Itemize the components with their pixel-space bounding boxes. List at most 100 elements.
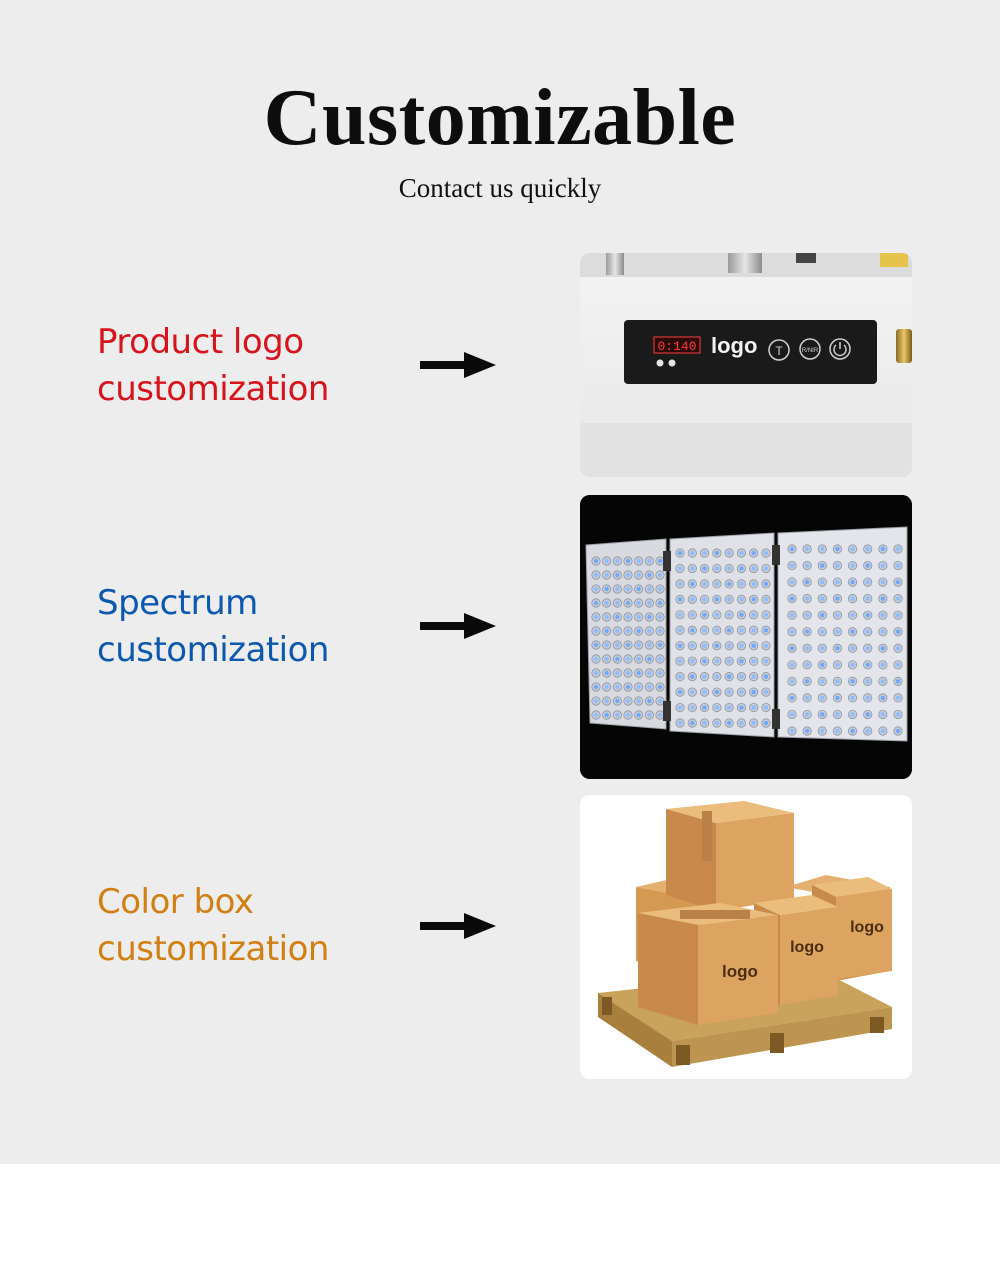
led-light — [625, 712, 631, 718]
led-light — [835, 563, 840, 568]
led-light — [880, 728, 886, 734]
led-light — [865, 629, 870, 634]
led-light — [820, 679, 825, 684]
color-box-image: logo logo logo — [580, 795, 912, 1079]
led-light — [714, 612, 720, 618]
led-light — [690, 628, 695, 633]
led-light — [615, 698, 620, 704]
led-light — [763, 689, 769, 695]
led-light — [865, 646, 870, 651]
led-light — [647, 558, 652, 564]
led-light — [636, 684, 641, 690]
led-light — [702, 597, 707, 602]
led-light — [677, 658, 683, 664]
led-light — [751, 566, 756, 571]
led-light — [702, 581, 707, 587]
led-light — [657, 698, 663, 704]
led-light — [615, 600, 620, 606]
led-light — [615, 558, 620, 564]
led-light — [850, 712, 855, 717]
led-light — [690, 658, 695, 664]
led-light — [636, 712, 641, 718]
arrow-right-icon — [420, 613, 496, 639]
led-light — [636, 600, 641, 606]
led-light — [690, 705, 695, 710]
led-light — [677, 612, 683, 618]
led-light — [647, 670, 652, 676]
led-light — [677, 720, 683, 726]
led-light — [593, 712, 599, 718]
led-light — [714, 628, 720, 633]
led-light — [677, 674, 683, 679]
led-light — [789, 629, 795, 634]
led-light — [789, 662, 795, 668]
led-light — [739, 689, 744, 695]
led-light — [636, 586, 641, 592]
led-light — [593, 614, 599, 620]
led-light — [615, 712, 620, 718]
led-light — [739, 597, 744, 602]
led-light — [835, 629, 840, 634]
led-light — [625, 614, 631, 620]
led-light — [895, 579, 901, 585]
led-light — [625, 628, 631, 634]
led-light — [880, 563, 886, 568]
led-light — [804, 596, 810, 601]
led-light — [850, 629, 855, 634]
led-light — [751, 550, 756, 556]
led-light — [593, 684, 599, 690]
product-logo-label: Product logo customization — [97, 319, 417, 413]
led-light — [880, 596, 886, 601]
led-light — [763, 566, 769, 571]
power-icon — [829, 338, 851, 360]
led-light — [895, 662, 901, 668]
led-light — [835, 728, 840, 734]
led-light — [604, 712, 609, 718]
led-light — [702, 566, 707, 571]
timer-display: 0:140 — [657, 339, 696, 354]
led-light — [880, 612, 886, 618]
label-line-2: customization — [97, 369, 329, 409]
led-light — [850, 695, 855, 701]
led-light — [593, 642, 599, 648]
led-light — [865, 546, 870, 552]
spectrum-label: Spectrum customization — [97, 580, 417, 674]
led-light — [820, 596, 825, 601]
led-light — [751, 628, 756, 633]
led-light — [763, 550, 769, 556]
led-light — [763, 705, 769, 710]
led-light — [804, 563, 810, 568]
led-light — [677, 689, 683, 695]
led-light — [677, 628, 683, 633]
led-light — [804, 728, 810, 734]
led-light — [789, 596, 795, 601]
led-light — [880, 695, 886, 701]
led-light — [647, 642, 652, 648]
led-light — [895, 629, 901, 634]
led-light — [820, 612, 825, 618]
led-light — [726, 612, 732, 618]
led-light — [763, 658, 769, 664]
led-light — [615, 670, 620, 676]
led-light — [820, 546, 825, 552]
led-light — [895, 728, 901, 734]
button-t-label: T — [775, 344, 783, 358]
led-light — [593, 600, 599, 606]
led-light — [865, 679, 870, 684]
led-light — [789, 546, 795, 552]
led-light — [636, 670, 641, 676]
led-light — [726, 658, 732, 664]
led-light — [604, 670, 609, 676]
led-light — [880, 629, 886, 634]
led-light — [636, 628, 641, 634]
led-light — [625, 684, 631, 690]
led-light — [850, 662, 855, 668]
led-light — [789, 728, 795, 734]
led-light — [677, 566, 683, 571]
led-light — [763, 597, 769, 602]
led-light — [702, 658, 707, 664]
arrow-right-icon — [420, 352, 496, 378]
led-light — [625, 558, 631, 564]
led-light — [636, 698, 641, 704]
led-light — [739, 581, 744, 587]
